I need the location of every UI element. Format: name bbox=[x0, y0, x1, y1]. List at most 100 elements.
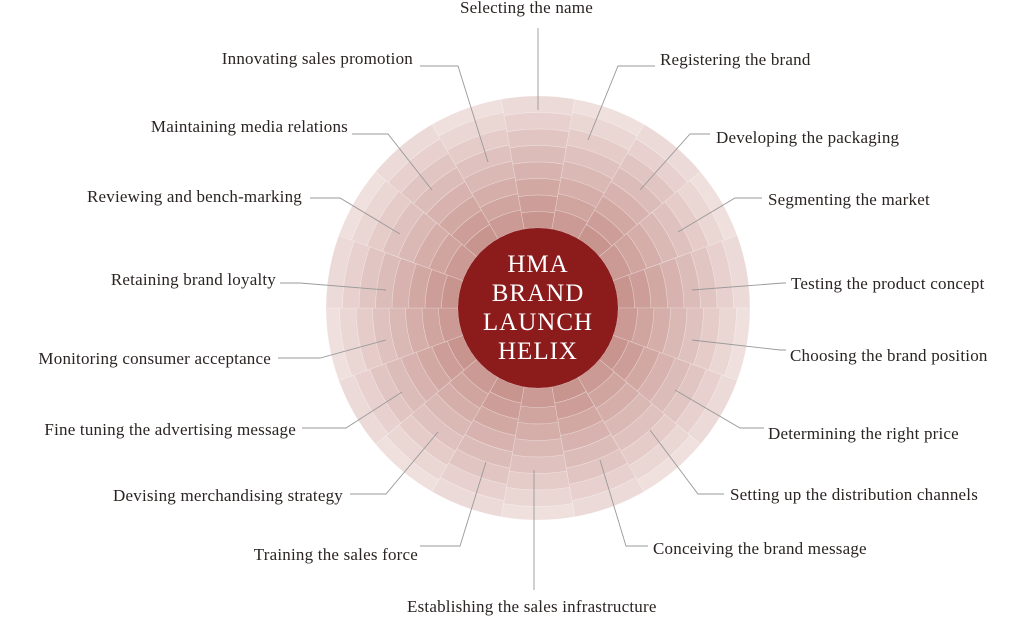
helix-segment bbox=[636, 351, 676, 403]
helix-segment bbox=[375, 123, 441, 183]
helix-segment bbox=[676, 179, 725, 247]
segment-label: Testing the product concept bbox=[791, 274, 985, 293]
helix-segment bbox=[569, 112, 638, 151]
helix-segment bbox=[358, 246, 386, 309]
segment-label: Maintaining media relations bbox=[150, 117, 348, 136]
helix-segment bbox=[338, 374, 389, 445]
segment-label: Training the sales force bbox=[253, 545, 418, 564]
helix-segment bbox=[506, 128, 570, 149]
leader-line bbox=[420, 461, 487, 547]
segment-label: Retaining brand loyalty bbox=[110, 270, 276, 289]
helix-segment bbox=[500, 503, 576, 521]
helix-segment bbox=[662, 363, 707, 424]
leader-line bbox=[278, 339, 387, 359]
helix-segment bbox=[382, 201, 425, 258]
center-title: HMA BRAND LAUNCH HELIX bbox=[458, 228, 618, 388]
helix-segment bbox=[613, 233, 648, 275]
helix-segment bbox=[325, 307, 352, 381]
helix-segment bbox=[687, 374, 738, 445]
helix-segment bbox=[464, 419, 516, 453]
helix-segment bbox=[520, 211, 556, 230]
helix-segment bbox=[351, 179, 400, 247]
leader-line bbox=[352, 133, 433, 191]
helix-segment bbox=[369, 363, 414, 424]
helix-segment bbox=[512, 161, 564, 181]
helix-segment bbox=[627, 138, 689, 194]
leader-line bbox=[639, 133, 710, 191]
helix-segment bbox=[431, 476, 505, 518]
helix-segment bbox=[454, 144, 513, 180]
helix-segment bbox=[560, 419, 612, 453]
helix-segment bbox=[471, 177, 519, 208]
center-title-line: BRAND bbox=[491, 280, 585, 307]
helix-segment bbox=[506, 470, 570, 491]
helix-segment bbox=[338, 171, 387, 241]
helix-segment bbox=[397, 211, 437, 264]
helix-segment bbox=[425, 181, 474, 226]
segment-label: Choosing the brand position bbox=[790, 346, 988, 365]
helix-segment bbox=[612, 403, 666, 452]
leader-line bbox=[302, 391, 403, 429]
helix-segment bbox=[391, 257, 417, 309]
helix-segment bbox=[520, 386, 556, 408]
helix-segment bbox=[503, 486, 573, 507]
leader-line bbox=[691, 339, 786, 351]
leader-line bbox=[649, 429, 724, 495]
helix-segment bbox=[413, 166, 466, 215]
helix-segment bbox=[431, 98, 504, 137]
helix-segment bbox=[594, 195, 638, 236]
helix-segment bbox=[705, 240, 734, 309]
helix-segment bbox=[517, 405, 559, 425]
helix-segment bbox=[384, 357, 427, 413]
helix-segment bbox=[572, 98, 645, 137]
helix-segment bbox=[620, 413, 678, 467]
center-title-line: HELIX bbox=[498, 338, 578, 365]
segment-label: Conceiving the brand message bbox=[653, 539, 867, 558]
helix-segment bbox=[674, 368, 723, 435]
helix-segment bbox=[568, 462, 637, 501]
segment-label: Reviewing and bench-marking bbox=[86, 187, 302, 206]
segment-label: Setting up the distribution channels bbox=[730, 485, 979, 504]
helix-segment bbox=[563, 144, 622, 180]
helix-segment bbox=[690, 246, 718, 309]
helix-segment bbox=[387, 138, 449, 194]
helix-segment bbox=[628, 424, 691, 481]
helix-segment bbox=[602, 181, 651, 226]
helix-segment bbox=[509, 145, 567, 165]
leader-line bbox=[420, 65, 489, 163]
helix-segment bbox=[456, 434, 513, 469]
helix-segment bbox=[479, 193, 522, 223]
segment-label: Developing the packaging bbox=[716, 128, 900, 147]
center-title-line: LAUNCH bbox=[482, 309, 594, 336]
segment-label: Fine tuning the advertising message bbox=[44, 420, 296, 439]
helix-segment bbox=[366, 190, 412, 252]
segment-label: Determining the right price bbox=[768, 424, 959, 443]
helix-segment bbox=[503, 112, 573, 133]
helix-segment bbox=[677, 307, 704, 365]
helix-segment bbox=[649, 357, 692, 413]
helix-segment bbox=[508, 454, 568, 474]
helix-segment bbox=[563, 434, 620, 469]
helix-segment bbox=[554, 193, 597, 223]
leader-line bbox=[674, 389, 764, 429]
helix-segment bbox=[431, 340, 465, 382]
helix-segment bbox=[353, 368, 402, 435]
helix-segment bbox=[639, 211, 679, 264]
helix-segment bbox=[355, 307, 383, 371]
helix-segment bbox=[514, 421, 562, 441]
helix-segment bbox=[438, 112, 507, 151]
segment-label: Segmenting the market bbox=[768, 190, 930, 209]
helix-segment bbox=[375, 435, 440, 493]
helix-segment bbox=[585, 209, 625, 247]
helix-segment bbox=[448, 448, 511, 485]
helix-segment bbox=[463, 160, 516, 194]
helix-segment bbox=[342, 240, 371, 309]
helix-segment bbox=[689, 171, 738, 241]
helix-segment bbox=[571, 476, 645, 518]
helix-segment bbox=[339, 307, 368, 377]
helix-segment bbox=[451, 209, 491, 247]
leader-line bbox=[677, 197, 762, 233]
segment-label: Registering the brand bbox=[660, 50, 811, 69]
